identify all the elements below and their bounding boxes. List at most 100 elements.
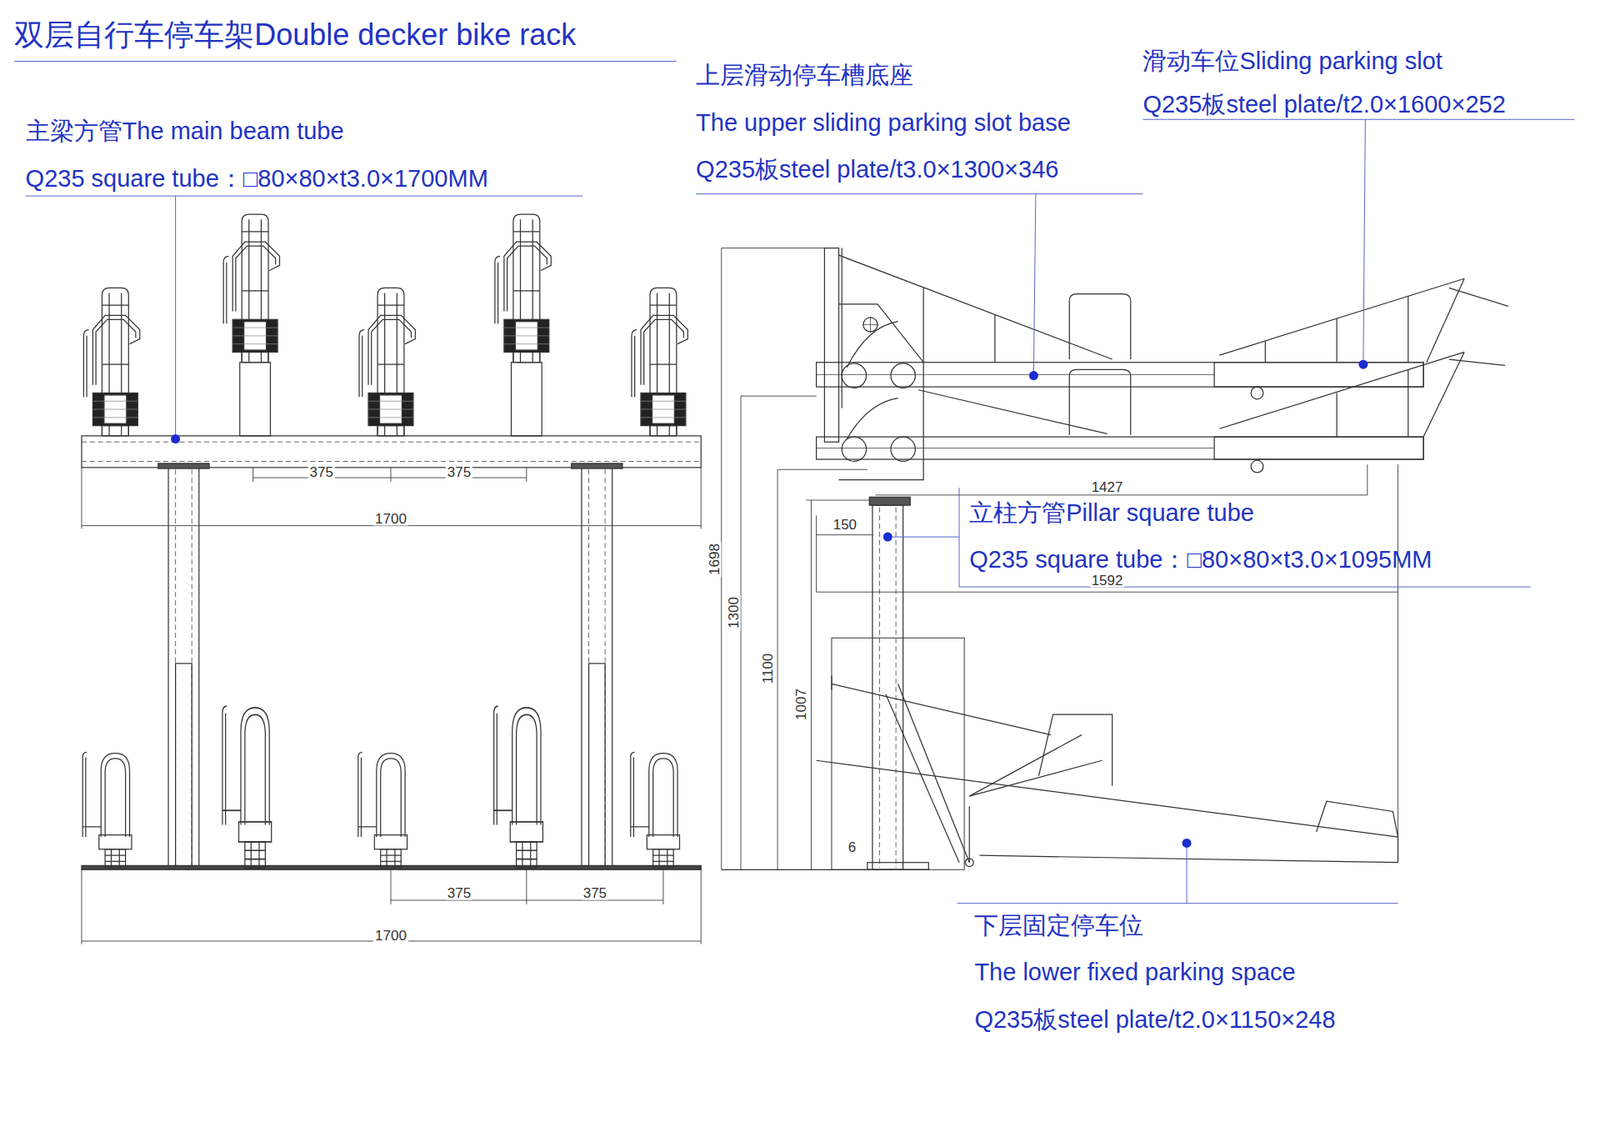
front-view — [168, 467, 200, 868]
front-view — [390, 900, 664, 901]
front-view — [223, 214, 280, 363]
dimension-value: 1698 — [707, 541, 722, 577]
side-view — [1219, 278, 1465, 355]
front-view — [359, 287, 415, 436]
front-view — [525, 869, 527, 905]
leader-dots — [883, 532, 893, 542]
side-view — [895, 507, 897, 868]
side-view — [846, 398, 898, 440]
side-view — [839, 304, 925, 480]
front-view — [158, 463, 210, 469]
side-view — [965, 858, 974, 867]
side-view — [841, 436, 866, 461]
front-view — [175, 663, 193, 868]
front-view — [81, 460, 701, 462]
side-view — [1250, 386, 1264, 400]
dimension-value: 375 — [581, 885, 609, 900]
side-view — [969, 735, 1082, 796]
side-view — [1449, 287, 1509, 306]
leader-dots — [1358, 360, 1368, 370]
dimension-value: 375 — [308, 464, 335, 479]
front-view — [662, 869, 664, 905]
side-view — [872, 505, 904, 870]
side-view — [816, 760, 1399, 837]
dimension-value: 375 — [445, 464, 473, 479]
callout-text: 上层滑动停车槽底座 — [695, 60, 914, 90]
dimension-value: 1700 — [373, 511, 409, 526]
side-view — [875, 494, 1368, 495]
leader-lines — [1033, 194, 1035, 373]
side-view — [831, 637, 965, 870]
front-view — [581, 467, 613, 868]
front-view — [252, 467, 254, 482]
side-view — [805, 500, 874, 501]
front-view — [700, 869, 702, 944]
side-view — [841, 248, 843, 409]
leader-dots — [1182, 838, 1192, 848]
leader-lines — [25, 119, 1575, 903]
side-view — [1039, 714, 1113, 786]
dimension-value: 1007 — [794, 686, 809, 722]
callout-text: 下层固定停车位 — [974, 910, 1144, 940]
dimension-value: 375 — [445, 885, 473, 900]
side-view — [841, 363, 866, 388]
callout-text: 滑动车位Sliding parking slot — [1142, 46, 1442, 76]
front-view — [390, 869, 391, 905]
front-view — [631, 287, 688, 436]
side-view — [1250, 460, 1264, 473]
leader-lines — [695, 193, 1143, 195]
side-view — [867, 862, 929, 870]
front-view — [80, 467, 82, 529]
callout-text: 立柱方管Pillar square tube — [969, 498, 1255, 528]
side-view — [1423, 351, 1465, 437]
leader-lines — [175, 195, 176, 435]
side-view — [898, 683, 970, 862]
side-view — [824, 248, 839, 443]
dimension-value: 6 — [846, 840, 858, 855]
side-view — [1069, 294, 1130, 360]
callout-text: Q235板steel plate/t2.0×1150×248 — [974, 1005, 1335, 1035]
callout-text: Q235 square tube：□80×80×t3.0×1700MM — [25, 164, 489, 194]
front-view — [700, 467, 702, 529]
side-view — [816, 436, 1425, 460]
side-view — [870, 316, 871, 334]
side-view — [890, 436, 915, 461]
front-view — [494, 705, 544, 868]
side-view — [918, 390, 1108, 435]
side-view — [890, 363, 915, 388]
leader-lines — [1142, 119, 1575, 120]
front-view — [525, 467, 527, 482]
side-view — [831, 683, 1051, 735]
side-view — [839, 255, 1113, 360]
side-view — [923, 287, 925, 362]
side-view — [869, 496, 910, 505]
side-view — [846, 321, 898, 368]
front-view — [390, 467, 391, 482]
side-view — [1316, 800, 1399, 837]
leader-dots — [170, 360, 1368, 848]
front-view — [222, 705, 272, 868]
side-view — [1214, 436, 1424, 460]
side-view — [777, 469, 779, 870]
callout-text: Q235 square tube：□80×80×t3.0×1095MM — [969, 545, 1432, 575]
callout-text: 主梁方管The main beam tube — [25, 116, 345, 146]
technical-drawing — [14, 60, 677, 62]
side-view — [777, 469, 868, 470]
dimension-value: 150 — [831, 517, 859, 532]
front-view — [358, 751, 408, 867]
side-view — [721, 248, 1509, 870]
callout-text: The lower fixed parking space — [974, 957, 1295, 987]
side-view — [721, 247, 837, 249]
side-view — [885, 694, 960, 863]
technical-drawing — [14, 60, 1575, 944]
leader-lines — [890, 536, 960, 538]
side-view — [1335, 392, 1337, 437]
side-view — [1265, 340, 1266, 363]
front-view — [82, 751, 132, 867]
side-view — [740, 395, 741, 870]
front-view — [495, 214, 551, 363]
side-view — [980, 855, 1399, 863]
front-view — [253, 477, 527, 479]
side-view — [816, 374, 1215, 375]
side-view — [816, 447, 1215, 449]
